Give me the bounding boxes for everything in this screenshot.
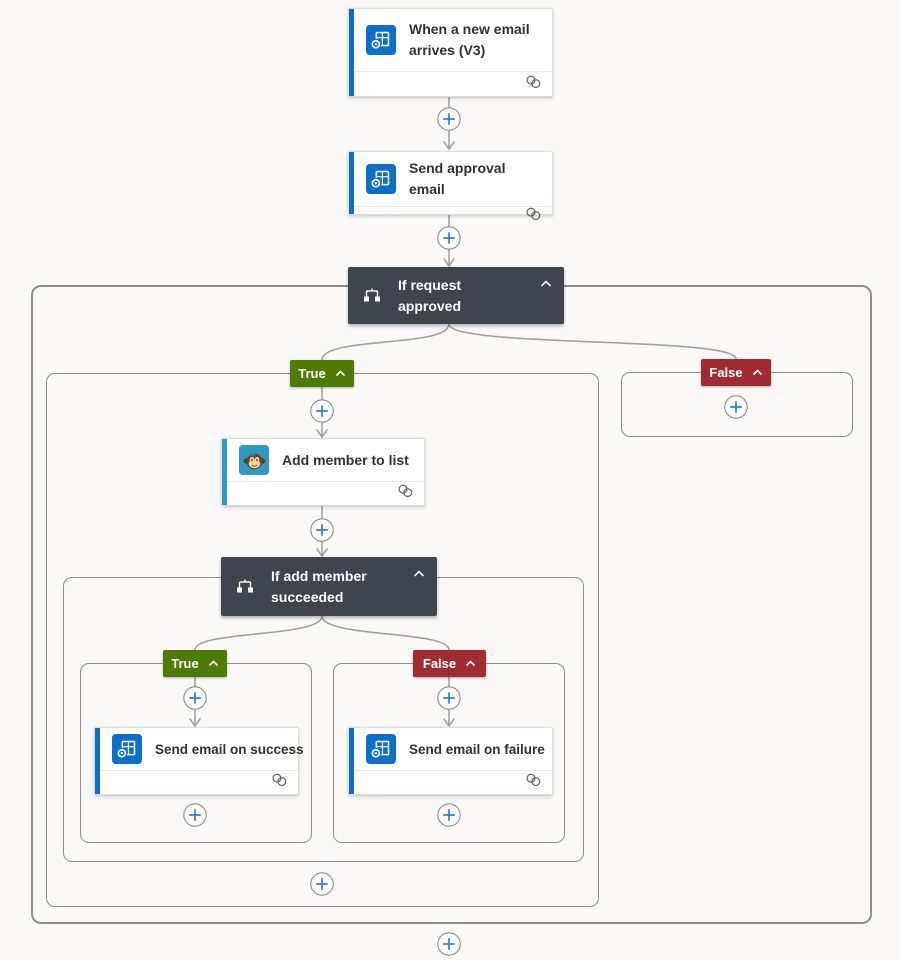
outlook-icon [112, 734, 142, 764]
action-card-add-member-to-list[interactable]: Add member to list [221, 438, 425, 506]
action-card-send-email-on-success[interactable]: Send email on success [94, 727, 304, 795]
card-title: Send approval email [409, 160, 506, 197]
chevron-up-icon[interactable] [208, 660, 219, 667]
chevron-up-icon[interactable] [752, 369, 763, 376]
card-title: Send email on success [155, 741, 304, 757]
chevron-up-icon[interactable] [335, 370, 346, 377]
chevron-up-icon[interactable] [540, 280, 552, 288]
insert-step-button[interactable] [310, 872, 334, 896]
branch-badge-inner-true[interactable]: True [163, 650, 227, 677]
insert-step-button[interactable] [437, 686, 461, 710]
branch-label: False [422, 656, 457, 671]
trigger-card-when-new-email-arrives[interactable]: When a new email arrives (V3) [348, 8, 553, 97]
connection-icon [397, 484, 414, 503]
arrow-down-icon [443, 141, 455, 150]
connection-icon [525, 773, 542, 792]
branch-badge-inner-false[interactable]: False [413, 650, 486, 677]
connection-icon [271, 773, 288, 792]
card-title: Send email on failure [409, 741, 545, 757]
card-title: Add member to list [282, 451, 409, 468]
chevron-up-icon[interactable] [465, 660, 476, 667]
condition-icon [362, 286, 382, 306]
insert-step-button[interactable] [437, 803, 461, 827]
mailchimp-icon [239, 445, 269, 475]
branch-label: True [298, 366, 326, 381]
action-card-send-approval-email[interactable]: Send approval email [348, 151, 553, 221]
insert-step-button[interactable] [724, 395, 748, 419]
insert-step-button[interactable] [437, 107, 461, 131]
card-title: When a new email arrives (V3) [409, 21, 530, 58]
arrow-down-icon [443, 258, 455, 267]
card-accent-bar [222, 439, 227, 505]
connection-icon [525, 207, 542, 226]
insert-step-button[interactable] [310, 399, 334, 423]
outlook-icon [366, 734, 396, 764]
insert-step-button[interactable] [437, 226, 461, 250]
condition-card-if-add-member-succeeded[interactable]: If add member succeeded [221, 557, 437, 616]
condition-icon [235, 577, 255, 597]
insert-step-button[interactable] [310, 518, 334, 542]
outlook-icon [366, 164, 396, 194]
outlook-icon [366, 25, 396, 55]
chevron-up-icon[interactable] [413, 570, 425, 578]
card-accent-bar [95, 728, 100, 794]
branch-badge-outer-false[interactable]: False [701, 359, 771, 386]
branch-label: True [171, 656, 199, 671]
insert-step-button[interactable] [437, 932, 461, 956]
insert-step-button[interactable] [183, 686, 207, 710]
card-accent-bar [349, 728, 354, 794]
connection-icon [525, 75, 542, 94]
card-accent-bar [349, 9, 354, 96]
insert-step-button[interactable] [183, 803, 207, 827]
condition-title: If request approved [398, 276, 462, 314]
card-accent-bar [349, 152, 354, 214]
branch-badge-outer-true[interactable]: True [290, 360, 354, 387]
action-card-send-email-on-failure[interactable]: Send email on failure [348, 727, 553, 795]
condition-card-if-request-approved[interactable]: If request approved [348, 267, 564, 324]
branch-label: False [709, 365, 743, 380]
condition-title: If add member succeeded [271, 567, 367, 605]
